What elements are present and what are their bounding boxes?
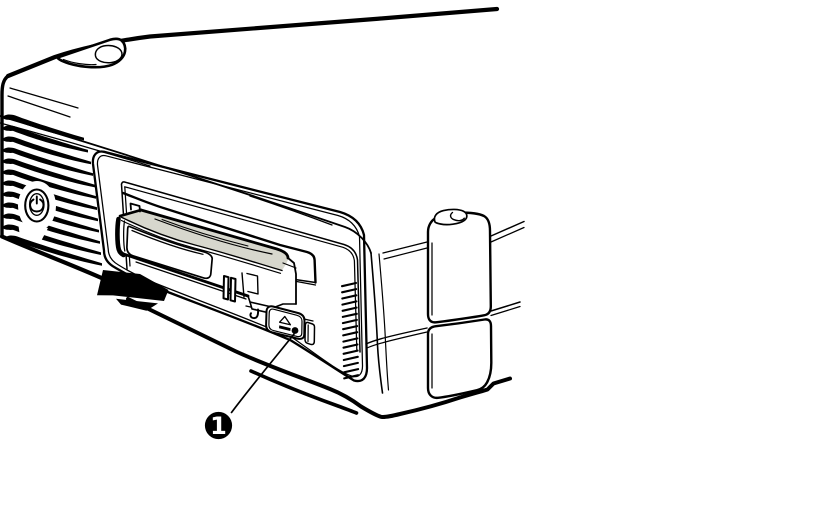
bay-opening-lip	[96, 154, 364, 378]
top-front-edge	[0, 115, 372, 254]
eject-button	[249, 305, 316, 346]
corner-bumper	[426, 208, 493, 400]
front-right-corner	[365, 241, 428, 394]
eject-icon	[278, 315, 292, 331]
callout-anchor-dot	[291, 327, 299, 334]
power-icon	[29, 195, 45, 213]
top-latch	[56, 37, 127, 69]
led-mark	[249, 308, 260, 320]
cartridge-top-face	[120, 210, 288, 271]
eject-direction-arrow	[97, 270, 169, 311]
left-edge	[0, 74, 10, 238]
right-side-lines	[490, 220, 525, 317]
bay-opening-outline	[91, 150, 369, 383]
power-button	[18, 181, 56, 243]
tape-cartridge	[115, 202, 297, 315]
callout-number: 1	[210, 412, 227, 440]
chassis-bottom-edges	[0, 234, 512, 419]
callout-1: 1	[204, 333, 295, 440]
callout-badge	[204, 411, 233, 440]
callout-leader-line	[230, 333, 295, 414]
bay-vent-slats	[340, 281, 360, 380]
